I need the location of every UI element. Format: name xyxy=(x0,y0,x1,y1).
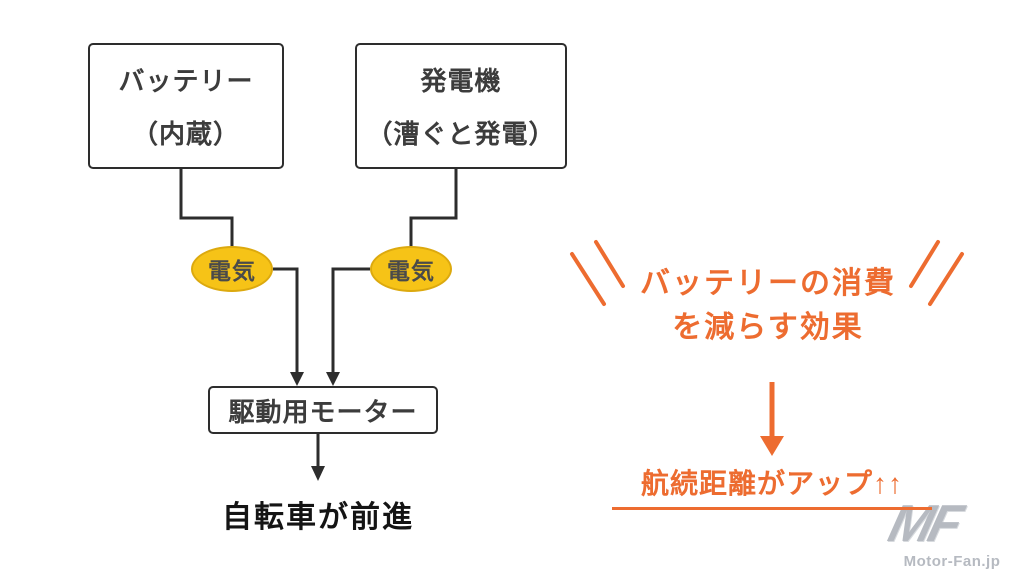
motor-box-label: 駆動用モーター xyxy=(228,396,418,427)
generator-box: 発電機 （漕ぐと発電） xyxy=(355,43,567,169)
benefit-annotation-line2: を減らす効果 xyxy=(672,310,864,344)
electricity-left-arrowhead-icon xyxy=(290,372,304,386)
motor-to-result-arrowhead-icon xyxy=(311,466,325,481)
battery-box-line1: バッテリー xyxy=(118,66,254,96)
motor-box: 駆動用モーター xyxy=(208,386,438,434)
benefit-annotation: バッテリーの消費 を減らす効果 xyxy=(598,262,938,349)
battery-box-line2: （内蔵） xyxy=(131,119,240,149)
electricity-badge-left-label: 電気 xyxy=(208,258,256,284)
result-text: 自転車が前進 xyxy=(222,501,414,534)
electricity-badge-right: 電気 xyxy=(370,246,452,292)
generator-box-line1: 発電機 xyxy=(420,66,502,96)
generator-to-electricity-connector xyxy=(409,169,458,247)
electricity-badge-left: 電気 xyxy=(191,246,273,292)
electricity-right-to-motor-line xyxy=(331,267,370,373)
battery-box: バッテリー （内蔵） xyxy=(88,43,284,169)
watermark-site-text: Motor-Fan.jp xyxy=(903,553,1001,570)
benefit-annotation-line1: バッテリーの消費 xyxy=(640,267,896,300)
electricity-badge-right-label: 電気 xyxy=(387,258,435,284)
electricity-right-arrowhead-icon xyxy=(326,372,340,386)
battery-to-electricity-connector xyxy=(179,169,234,247)
benefit-to-range-arrowhead-icon xyxy=(760,436,784,456)
generator-box-line2: （漕ぐと発電） xyxy=(366,119,556,149)
electricity-left-to-motor-line xyxy=(273,267,299,373)
range-up-text: 航続距離がアップ↑↑ xyxy=(612,462,932,510)
